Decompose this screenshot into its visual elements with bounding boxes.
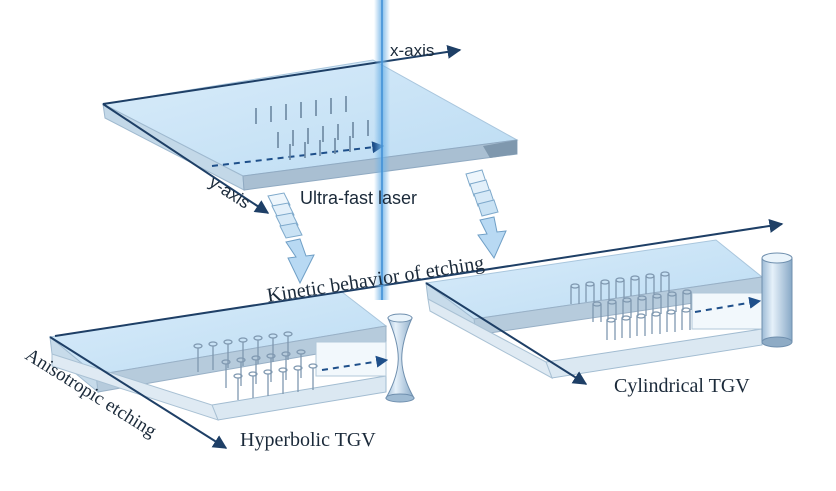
y-axis-arrow <box>102 103 270 214</box>
top-plate-modified-lines <box>255 96 369 160</box>
anisotropic-etching-arrow <box>49 336 228 449</box>
hyperbolic-via-array <box>193 331 318 400</box>
x-axis-arrow <box>102 44 462 105</box>
hyperbolic-glass-plate <box>48 291 388 421</box>
cylindrical-tgv-label: Cylindrical TGV <box>614 375 750 397</box>
hyperbolic-tgv-label: Hyperbolic TGV <box>240 429 376 451</box>
cylindrical-tgv-shape <box>761 252 793 348</box>
kinetic-behavior-arrow <box>54 219 784 337</box>
cylindrical-side-arrow <box>425 282 588 385</box>
left-down-arrow <box>267 192 315 285</box>
x-axis-label: x-axis <box>390 41 434 60</box>
scan-path-dashed <box>211 141 385 167</box>
ultra-fast-laser-label: Ultra-fast laser <box>300 188 417 208</box>
top-glass-plate <box>101 59 519 191</box>
hyperbolic-tgv-shape <box>385 313 415 403</box>
cylindrical-glass-plate <box>424 239 764 380</box>
cylindrical-via-array <box>570 271 692 340</box>
right-down-arrow <box>465 169 507 260</box>
